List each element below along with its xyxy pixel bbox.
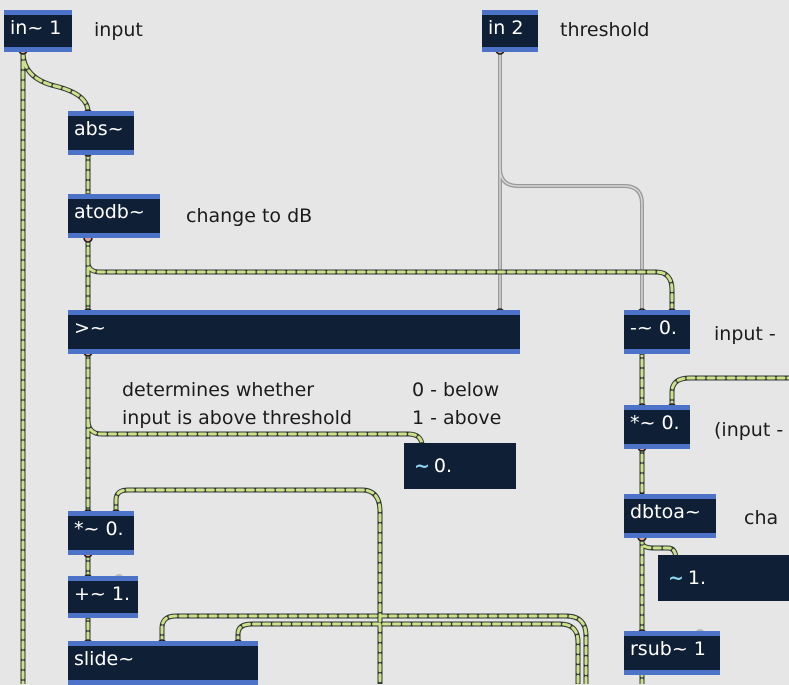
object-rsub[interactable]: rsub~ 1 — [624, 631, 720, 675]
comment-below: 0 - below — [412, 379, 500, 401]
object-abs[interactable]: abs~ — [68, 111, 134, 155]
comment-input-minus: input - — [714, 323, 776, 345]
signal-cords-dash — [21, 50, 789, 684]
object-dbtoa[interactable]: dbtoa~ — [624, 494, 716, 538]
number-box-comparison[interactable]: ~0. — [404, 443, 516, 489]
comment-threshold: threshold — [560, 19, 650, 41]
number-box-value: 1. — [687, 567, 707, 589]
object-in-1[interactable]: in~ 1 — [4, 10, 72, 52]
signal-icon: ~ — [668, 567, 684, 589]
comment-determines-line1: determines whether — [122, 379, 315, 401]
object-subtract[interactable]: -~ 0. — [624, 310, 690, 354]
object-atodb[interactable]: atodb~ — [68, 194, 160, 238]
object-multiply-right[interactable]: *~ 0. — [624, 405, 690, 449]
idle-inlets — [114, 574, 705, 639]
object-multiply-left[interactable]: *~ 0. — [68, 511, 134, 555]
number-box-gain[interactable]: ~1. — [658, 555, 789, 601]
comment-input: input — [94, 19, 143, 41]
object-slide[interactable]: slide~ — [68, 641, 258, 685]
object-add[interactable]: +~ 1. — [68, 576, 138, 618]
signal-icon: ~ — [414, 455, 430, 477]
number-box-value: 0. — [433, 455, 453, 477]
object-in-2[interactable]: in 2 — [482, 10, 538, 52]
comment-input-paren: (input - — [714, 419, 784, 441]
comment-change-to-db: change to dB — [186, 205, 313, 227]
comment-above: 1 - above — [412, 407, 502, 429]
comment-determines-line2: input is above threshold — [122, 407, 352, 429]
comment-cha: cha — [744, 507, 779, 529]
object-greater-than[interactable]: >~ — [68, 310, 520, 354]
